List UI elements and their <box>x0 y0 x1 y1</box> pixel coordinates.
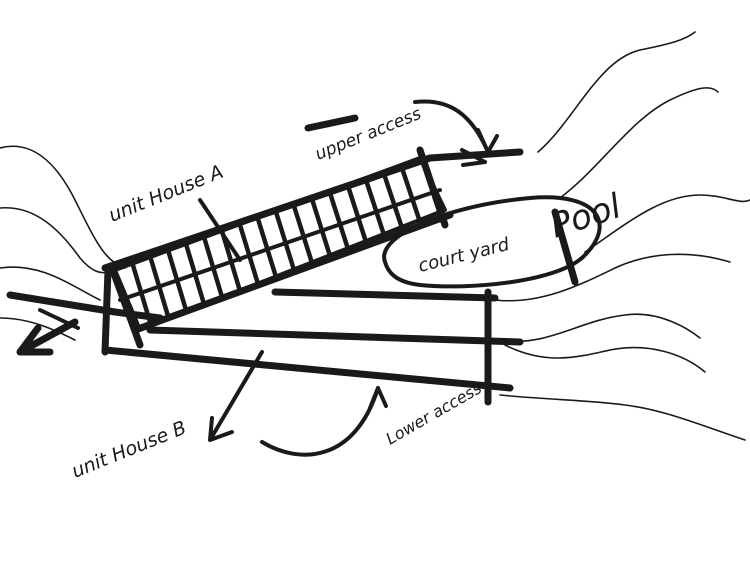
lower-access-arrow-icon <box>260 386 388 457</box>
lower-access-label: Lower access <box>383 378 485 448</box>
unit-house-b-bottom-edge <box>101 346 514 392</box>
upper-access-arrow-icon <box>413 99 499 154</box>
unit-house-a-left-cap <box>108 264 144 349</box>
contour-line <box>537 31 696 153</box>
contour-line <box>584 194 750 253</box>
contour-line <box>0 145 126 269</box>
upper-access-right-arrow-icon <box>460 148 487 167</box>
annotation-arrows <box>198 99 499 457</box>
contour-line <box>0 207 111 274</box>
contour-lines <box>0 31 750 441</box>
unit-house-a-label: unit House A <box>106 161 227 227</box>
unit-house-a-hatching <box>129 165 423 325</box>
contour-line <box>499 394 746 441</box>
unit-house-b-label: unit House B <box>69 417 190 483</box>
unit-house-a-end-cap <box>416 146 449 229</box>
courtyard-group <box>382 195 602 289</box>
unit-house-b-mid-edge <box>146 326 524 346</box>
unit-house-b-top-edge <box>271 288 499 302</box>
unit-house-a-mid-edge <box>118 188 442 302</box>
contour-line <box>0 317 76 341</box>
contour-line <box>494 253 731 302</box>
unit-house-a-top-edge <box>101 148 524 272</box>
unit-house-a-leader <box>198 198 242 262</box>
contour-line <box>504 344 706 373</box>
court-yard-label: court yard <box>416 234 512 277</box>
upper-access-dash <box>304 114 359 132</box>
left-extension-line <box>6 291 164 322</box>
pool-stroke <box>551 208 579 286</box>
unit-house-b-block <box>101 266 524 406</box>
contour-line <box>0 266 101 301</box>
unit-house-b-arrow-icon <box>208 350 264 442</box>
left-arrow-icon <box>16 318 79 356</box>
courtyard-ellipse <box>382 195 602 289</box>
contour-line <box>559 87 719 199</box>
upper-access-label: upper access <box>312 104 424 165</box>
unit-house-a-block <box>101 146 524 349</box>
contour-line <box>499 313 701 343</box>
left-extension <box>6 291 164 356</box>
pool-label: Pool <box>545 186 626 246</box>
